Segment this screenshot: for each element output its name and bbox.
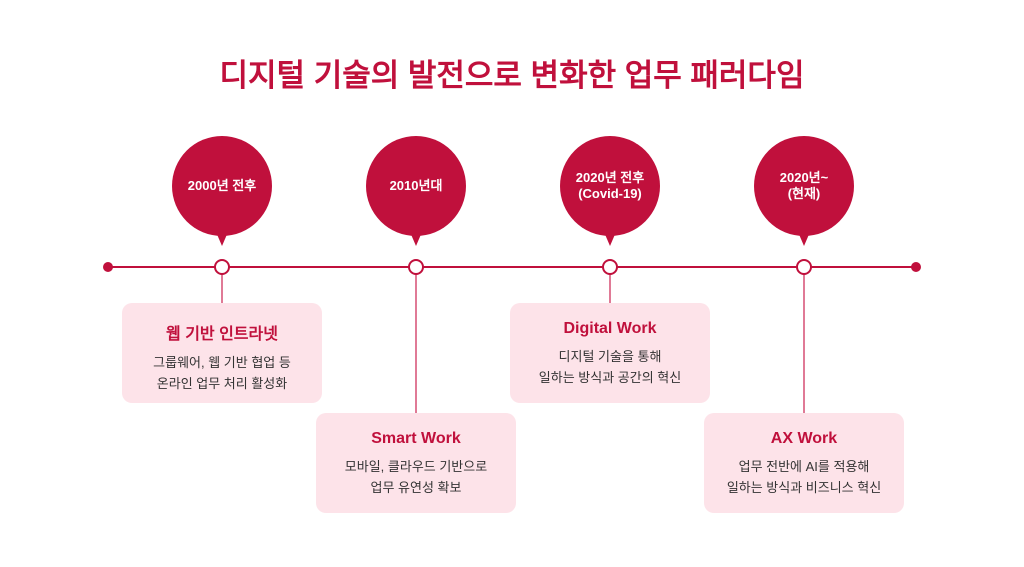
period-bubble-1: 2000년 전후: [172, 136, 272, 246]
connector-1: [221, 273, 223, 303]
connector-2: [415, 273, 417, 413]
timeline-node-1: [214, 259, 230, 275]
connector-4: [803, 273, 805, 413]
timeline-node-2: [408, 259, 424, 275]
card-heading: Digital Work: [563, 320, 657, 337]
period-bubble-4: 2020년~ (현재): [754, 136, 854, 246]
card-heading: AX Work: [770, 430, 838, 447]
card-heading: Smart Work: [371, 430, 461, 447]
timeline-end-dot: [911, 262, 921, 272]
timeline-start-dot: [103, 262, 113, 272]
period-bubble-3: 2020년 전후 (Covid-19): [560, 136, 660, 246]
timeline-node-4: [796, 259, 812, 275]
card-heading: 웹 기반 인트라넷: [166, 326, 278, 343]
connector-3: [609, 273, 611, 303]
period-bubble-2: 2010년대: [366, 136, 466, 246]
timeline-axis: [108, 266, 916, 268]
timeline-node-3: [602, 259, 618, 275]
page-title: 디지털 기술의 발전으로 변화한 업무 패러다임: [219, 58, 805, 93]
